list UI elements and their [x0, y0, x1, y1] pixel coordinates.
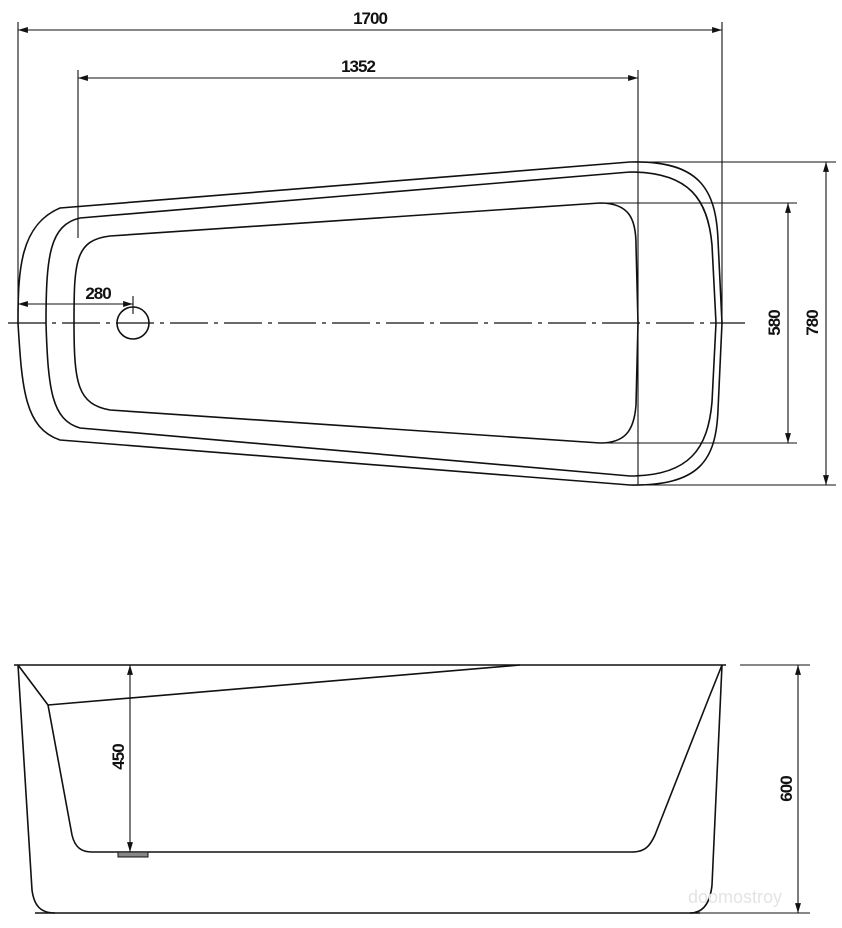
dimension-drain-offset: 280: [85, 284, 111, 303]
top-view: 1700 1352 280 580 780: [8, 9, 836, 486]
drain-icon: [117, 851, 149, 858]
watermark: doomostroy: [688, 887, 782, 907]
outer-profile: [17, 664, 723, 914]
inner-profile: [17, 664, 723, 853]
dimension-overall-height: 600: [777, 776, 796, 802]
side-view: 450 600: [14, 664, 810, 914]
dimension-overall-length: 1700: [353, 9, 387, 28]
dimension-inner-depth: 450: [109, 744, 128, 770]
drain-icon: [116, 306, 150, 340]
dimension-inner-width: 580: [765, 310, 784, 336]
dimension-inner-length: 1352: [341, 57, 375, 76]
dimension-overall-width: 780: [803, 310, 822, 336]
backrest-slope-line: [47, 664, 521, 706]
